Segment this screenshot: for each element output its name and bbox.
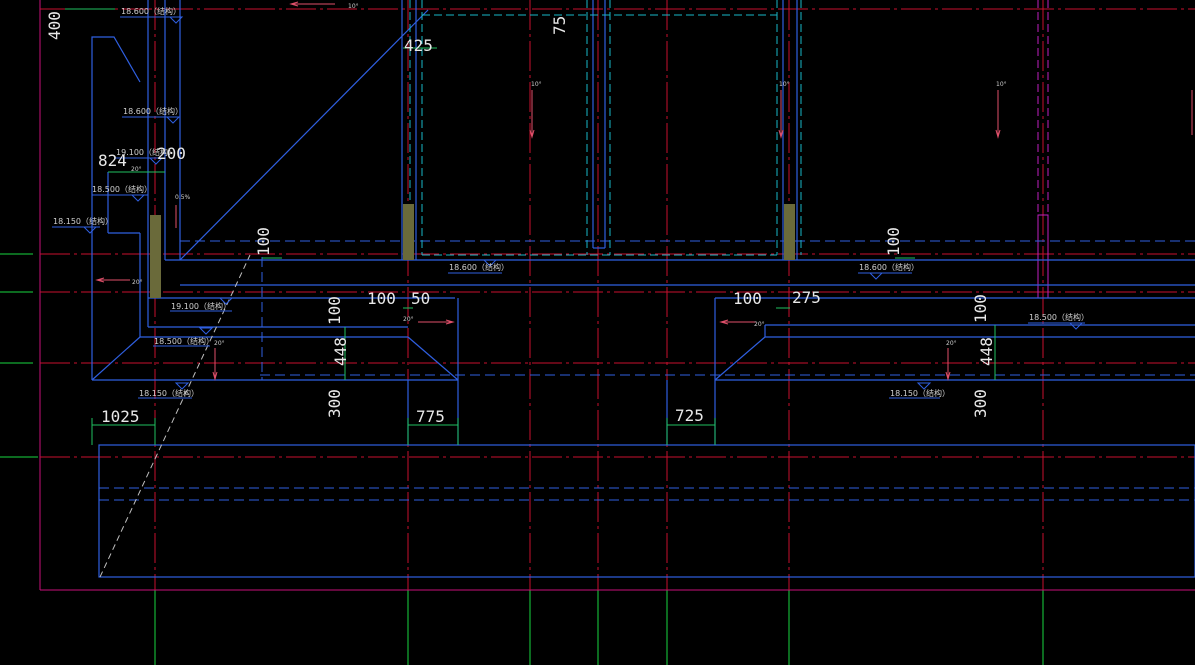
slope-label: 20° — [403, 316, 414, 323]
dim-1025: 1025 — [101, 407, 140, 426]
slope-label: 20° — [214, 340, 225, 347]
structure-outlines — [91, 0, 1195, 578]
slope-label: 10° — [779, 81, 790, 88]
slope-arrows — [95, 1, 1193, 381]
column-sections — [150, 204, 795, 298]
dim-75: 75 — [550, 16, 569, 35]
slope-label: 20° — [754, 321, 765, 328]
dim-400: 400 — [45, 11, 64, 40]
elevation-label: 18.600（结构） — [449, 262, 509, 272]
dim-300-left: 300 — [325, 389, 344, 418]
elevation-markers — [52, 16, 1085, 399]
dim-50: 50 — [411, 289, 430, 308]
elevation-label: 18.150（结构） — [53, 216, 113, 226]
dim-100-vertical-beam-left: 100 — [325, 296, 344, 325]
dim-425: 425 — [404, 36, 433, 55]
drawing-boundary — [39, 0, 1195, 591]
elevation-label: 18.600（结构） — [123, 106, 183, 116]
slope-label: 20° — [946, 340, 957, 347]
cyan-dashed-lines — [409, 0, 802, 256]
dim-775: 775 — [416, 407, 445, 426]
green-grid-lines — [0, 253, 1044, 665]
elevation-label: 19.100（结构） — [171, 301, 231, 311]
slope-label: 10° — [348, 3, 359, 10]
dimension-lines — [65, 8, 996, 445]
slope-label: 20° — [132, 279, 143, 286]
dim-200: 200 — [157, 144, 186, 163]
slope-label: 10° — [531, 81, 542, 88]
slope-label: 10° — [996, 81, 1007, 88]
dim-100-right-beam: 100 — [733, 289, 762, 308]
dim-448-left: 448 — [331, 337, 350, 366]
elevation-label: 18.600（结构） — [859, 262, 919, 272]
dim-100-vertical-right: 100 — [884, 227, 903, 256]
dim-100-vertical-beam-right: 100 — [971, 294, 990, 323]
slope-label: 20° — [131, 166, 142, 173]
elevation-label: 18.500（结构） — [1029, 312, 1089, 322]
slope-label: 0.5% — [175, 194, 191, 201]
dim-300-right: 300 — [971, 389, 990, 418]
elevation-label: 18.150（结构） — [890, 388, 950, 398]
elevation-label: 19.100（结构） — [116, 147, 176, 157]
elevation-label: 18.500（结构） — [154, 336, 214, 346]
dim-725: 725 — [675, 406, 704, 425]
elevation-label: 18.600（结构） — [121, 6, 181, 16]
dim-100-left-beam: 100 — [367, 289, 396, 308]
dim-448-right: 448 — [977, 337, 996, 366]
hidden-lines — [99, 240, 1195, 501]
elevation-label: 18.500（结构） — [92, 184, 152, 194]
dim-100-vertical-left: 100 — [254, 227, 273, 256]
dim-275: 275 — [792, 288, 821, 307]
elevation-label: 18.150（结构） — [139, 388, 199, 398]
dim-824: 824 — [98, 151, 127, 170]
